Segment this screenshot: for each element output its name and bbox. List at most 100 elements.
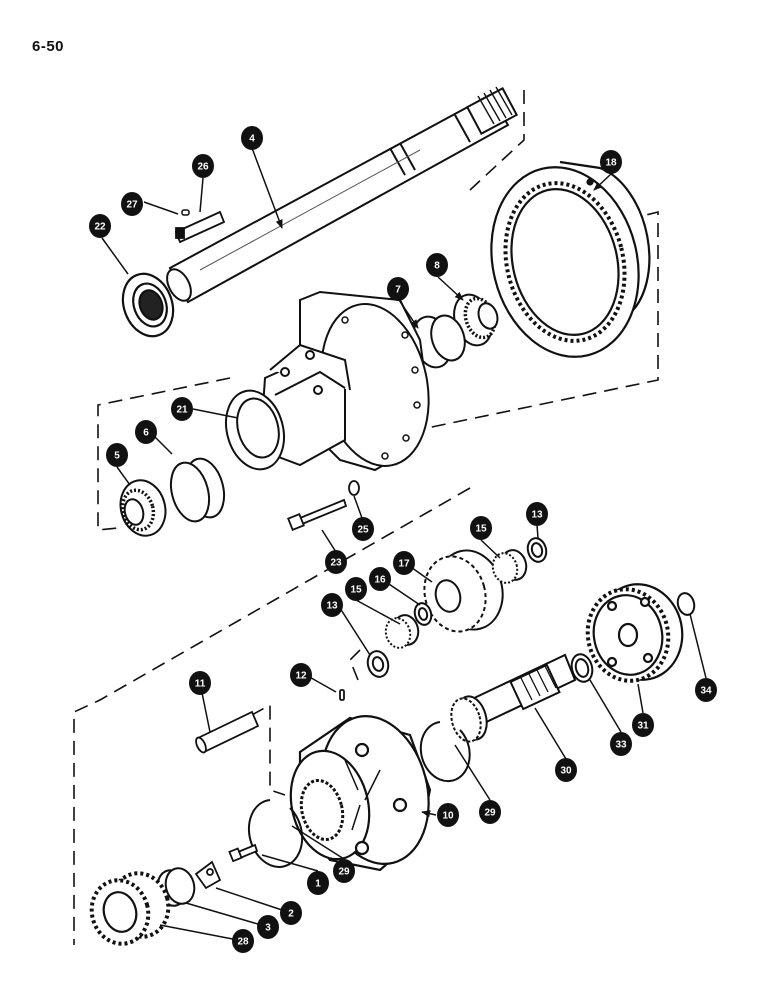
sun-gear-shaft-part-30 (450, 653, 577, 743)
callout-circle (121, 192, 143, 216)
coupler-gear-part-28 (89, 871, 171, 946)
callout-label: 16 (374, 575, 386, 586)
washer-part-13-upper (526, 537, 548, 563)
callout-circle (352, 517, 374, 541)
callout-circle (325, 550, 347, 574)
washer-part-13-lower (366, 650, 390, 678)
callout-label: 3 (265, 923, 271, 934)
callout-c25: 25 (352, 517, 374, 541)
callout-c21: 21 (171, 397, 193, 421)
callout-label: 17 (398, 559, 410, 570)
bolt-part-1 (228, 843, 259, 863)
lock-plate-part-2 (194, 860, 222, 890)
callout-label: 15 (475, 524, 487, 535)
key-part-26 (174, 210, 226, 244)
callout-label: 1 (315, 879, 321, 890)
callout-circle (106, 443, 128, 467)
callout-label: 18 (605, 158, 617, 169)
callout-circle (189, 671, 211, 695)
callout-label: 34 (700, 686, 712, 697)
callout-group: 4262722188721652523131517151613111229303… (89, 126, 717, 953)
pin-part-27 (181, 209, 190, 216)
callout-label: 15 (350, 585, 362, 596)
assembly-outline-lower (73, 487, 471, 945)
washer-part-25 (348, 480, 360, 496)
callout-circle (307, 871, 329, 895)
callout-c33: 33 (610, 732, 632, 756)
callout-circle (135, 420, 157, 444)
callout-circle (290, 663, 312, 687)
callout-c15a: 15 (470, 516, 492, 540)
callout-circle (321, 593, 343, 617)
callout-c15b: 15 (345, 577, 367, 601)
callout-circle (171, 397, 193, 421)
callout-circle (232, 929, 254, 953)
ring-part-33 (570, 653, 594, 683)
pin-part-11 (195, 710, 260, 754)
callout-circle (192, 154, 214, 178)
callout-label: 12 (295, 671, 307, 682)
callout-c11: 11 (189, 671, 211, 695)
callout-label: 31 (637, 721, 649, 732)
roll-pin-part-12 (339, 689, 345, 701)
callout-label: 27 (126, 200, 138, 211)
callout-circle (387, 277, 409, 301)
ring-gear-part-18 (490, 160, 651, 358)
callout-label: 5 (114, 451, 120, 462)
callout-c30: 30 (555, 758, 577, 782)
needle-bearing-part-15-lower (384, 614, 420, 649)
callout-circle (695, 678, 717, 702)
callout-label: 25 (357, 525, 369, 536)
bearing-cone-part-5 (119, 479, 167, 537)
callout-label: 4 (249, 134, 255, 145)
shaft-part-4 (166, 86, 519, 304)
callout-label: 6 (143, 428, 149, 439)
callout-c28: 28 (232, 929, 254, 953)
callout-label: 21 (176, 405, 188, 416)
callout-label: 23 (330, 558, 342, 569)
callout-c4: 4 (241, 126, 263, 150)
callout-circle (610, 732, 632, 756)
callout-circle (257, 915, 279, 939)
seal-part-22 (121, 272, 175, 338)
callout-circle (632, 713, 654, 737)
callout-c3: 3 (257, 915, 279, 939)
callout-c17: 17 (393, 551, 415, 575)
callout-label: 8 (434, 261, 440, 272)
page-number: 6-50 (32, 38, 65, 55)
needle-bearing-part-15-upper (491, 549, 528, 584)
callout-circle (280, 901, 302, 925)
callout-c7: 7 (387, 277, 409, 301)
callout-circle (241, 126, 263, 150)
callout-c2: 2 (280, 901, 302, 925)
callout-circle (526, 502, 548, 526)
callout-c16: 16 (369, 567, 391, 591)
snap-ring-part-29-upper (419, 721, 471, 783)
callout-label: 30 (560, 766, 572, 777)
callout-c22: 22 (89, 214, 111, 238)
callout-label: 13 (326, 601, 338, 612)
callout-c34: 34 (695, 678, 717, 702)
callout-c26: 26 (192, 154, 214, 178)
callout-label: 29 (484, 808, 496, 819)
callout-c13b: 13 (321, 593, 343, 617)
callout-circle (426, 253, 448, 277)
assembly-outline-upper (97, 90, 659, 531)
callout-label: 26 (197, 162, 209, 173)
bolt-part-23 (287, 498, 348, 531)
callout-label: 11 (195, 679, 206, 690)
callout-c29a: 29 (479, 800, 501, 824)
callout-label: 29 (338, 867, 350, 878)
gear-part-31 (585, 583, 684, 683)
callout-circle (393, 551, 415, 575)
callout-label: 7 (395, 285, 401, 296)
callout-c29b: 29 (333, 859, 355, 883)
bearing-cup-part-6 (169, 457, 226, 523)
planet-carrier-part-10 (289, 715, 432, 872)
callout-label: 2 (288, 909, 294, 920)
callout-circle (555, 758, 577, 782)
callout-circle (437, 803, 459, 827)
callout-c10: 10 (437, 803, 459, 827)
callout-c18: 18 (600, 150, 622, 174)
